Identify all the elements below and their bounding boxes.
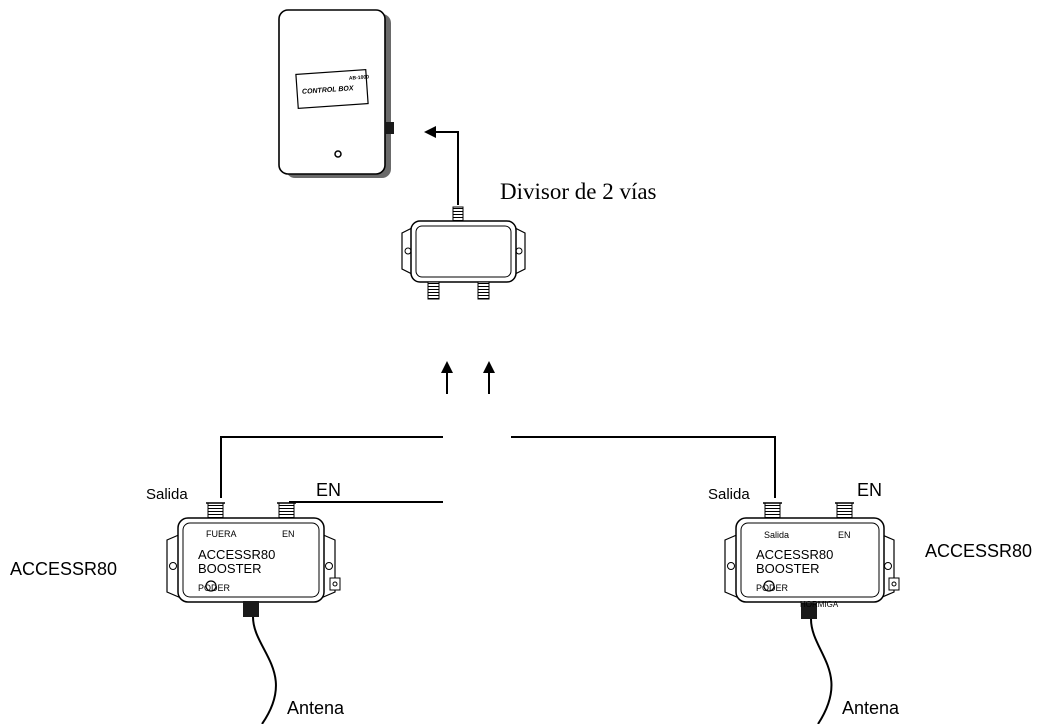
splitter-label: Divisor de 2 vías (500, 179, 657, 204)
booster-right-port-out: Salida (764, 530, 790, 540)
booster-left-port-in: EN (282, 529, 295, 539)
booster-left-model: ACCESSR80 (10, 559, 118, 579)
splitter-device (401, 206, 526, 300)
booster-left-power: PODER (198, 583, 231, 593)
booster-right-output-label: Salida (708, 486, 750, 503)
booster-left-name-line1: ACCESSR80 (198, 547, 276, 562)
booster-right-model: ACCESSR80 (925, 541, 1033, 561)
booster-right-port-in: EN (838, 530, 851, 540)
booster-left-antenna-label: Antena (287, 698, 345, 718)
booster-left-input-label: EN (316, 480, 342, 500)
booster-right-name-line1: ACCESSR80 (756, 547, 834, 562)
booster-right-name-line2: BOOSTER (756, 561, 820, 576)
booster-right-input-label: EN (857, 480, 883, 500)
booster-left (166, 502, 341, 724)
status-led-icon (334, 150, 342, 158)
control-box (278, 9, 394, 178)
signal-arrows-up (441, 361, 495, 394)
booster-right-antenna-port: HORMIGA (800, 600, 839, 609)
booster-right-power: PODER (756, 583, 789, 593)
booster-left-output-label: Salida (146, 486, 188, 503)
coax-cable-runs (220, 436, 776, 503)
coax-connector-icon (386, 122, 394, 134)
booster-right (724, 502, 900, 724)
booster-right-antenna-label: Antena (842, 698, 900, 718)
booster-left-name-line2: BOOSTER (198, 561, 262, 576)
booster-left-port-out: FUERA (206, 529, 237, 539)
signal-arrow-to-control-box (424, 126, 459, 205)
